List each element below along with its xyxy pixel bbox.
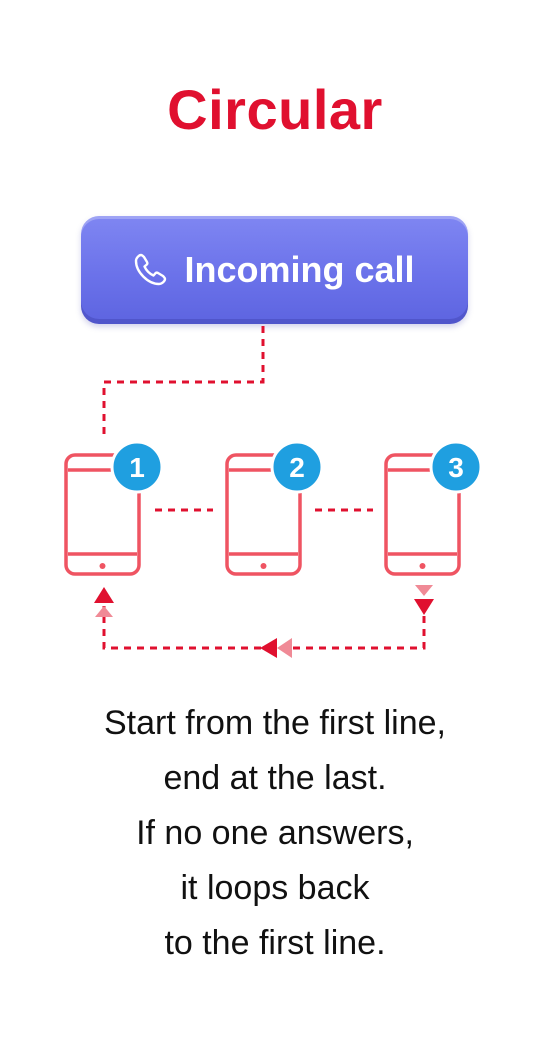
- description-line: end at the last.: [163, 759, 387, 797]
- up-arrow-icon: [94, 587, 114, 617]
- phone-icon: [130, 250, 170, 290]
- line-number-2: 2: [289, 452, 305, 483]
- line-badge-3: 3: [429, 440, 483, 494]
- routing-description: Start from the first line, end at the la…: [0, 696, 550, 971]
- description-line: If no one answers,: [136, 814, 414, 852]
- description-line: Start from the first line,: [104, 704, 446, 742]
- line-number-3: 3: [448, 452, 464, 483]
- line-badge-2: 2: [270, 440, 324, 494]
- left-arrow-icon: [260, 638, 292, 658]
- line-number-1: 1: [129, 452, 145, 483]
- page-title: Circular: [167, 78, 383, 141]
- loop-back-path: [102, 606, 426, 650]
- description-line: it loops back: [180, 869, 370, 907]
- description-line: to the first line.: [164, 924, 386, 962]
- line-badge-1: 1: [110, 440, 164, 494]
- call-to-line1-connector: [102, 326, 265, 434]
- incoming-call-button: Incoming call: [81, 216, 468, 324]
- incoming-call-label: Incoming call: [184, 249, 415, 290]
- down-arrow-icon: [414, 585, 434, 615]
